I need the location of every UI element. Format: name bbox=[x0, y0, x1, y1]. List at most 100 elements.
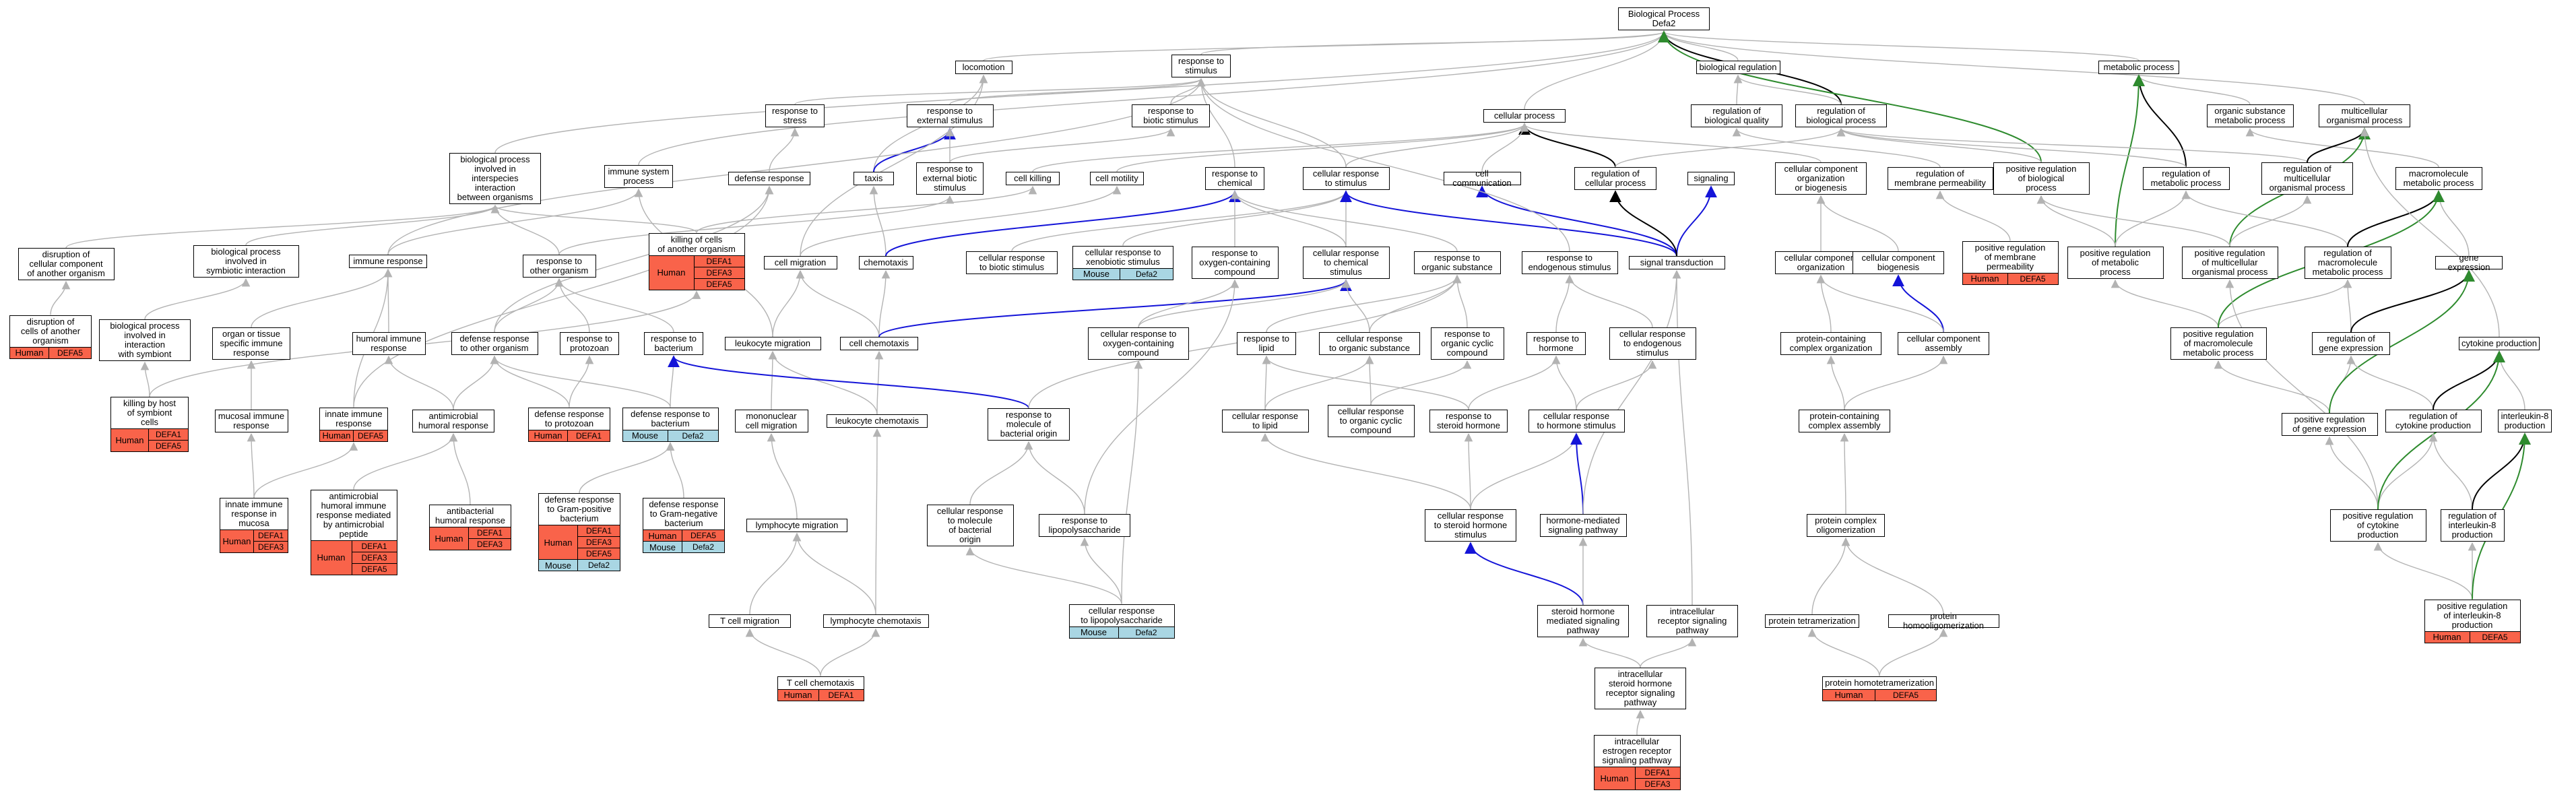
go-term-hormone-sig[interactable]: hormone-mediated signaling pathway bbox=[1539, 514, 1627, 537]
go-term-pos-reg-gene[interactable]: positive regulation of gene expression bbox=[2281, 413, 2378, 436]
go-term-leuk-migr[interactable]: leukocyte migration bbox=[724, 337, 821, 350]
go-term-resp-ext[interactable]: response to external stimulus bbox=[906, 104, 994, 127]
go-term-mononuc[interactable]: mononuclear cell migration bbox=[734, 410, 808, 432]
go-term-macromol[interactable]: macromolecule metabolic process bbox=[2395, 167, 2482, 190]
go-term-resp-org-cyc[interactable]: response to organic cyclic compound bbox=[1430, 327, 1504, 360]
go-term-bp-symb2[interactable]: biological process involved in interacti… bbox=[99, 319, 191, 361]
go-term-reg-memb[interactable]: regulation of membrane permeability bbox=[1887, 167, 1993, 190]
go-term-cell-resp-endo[interactable]: cellular response to endogenous stimulus bbox=[1609, 327, 1696, 360]
go-term-cytokine[interactable]: cytokine production bbox=[2459, 337, 2540, 350]
go-term-tcell-migr[interactable]: T cell migration bbox=[709, 614, 791, 628]
go-term-resp-oxygen[interactable]: response to oxygen-containing compound bbox=[1191, 247, 1279, 279]
go-term-metab[interactable]: metabolic process bbox=[2098, 61, 2179, 74]
go-term-reg-macro[interactable]: regulation of macromolecule metabolic pr… bbox=[2304, 247, 2391, 279]
go-term-intra-steroid[interactable]: intracellular steroid hormone receptor s… bbox=[1595, 668, 1686, 709]
go-term-cell-comm[interactable]: cell communication bbox=[1443, 169, 1521, 188]
go-term-def-gram-neg[interactable]: defense response to Gram-negative bacter… bbox=[643, 498, 725, 553]
go-term-cc-biog[interactable]: cellular component biogenesis bbox=[1853, 251, 1944, 274]
go-term-resp-biotic[interactable]: response to biotic stimulus bbox=[1132, 104, 1210, 127]
go-term-cell-migr[interactable]: cell migration bbox=[763, 256, 837, 269]
go-term-pos-reg-macro[interactable]: positive regulation of macromolecule met… bbox=[2170, 327, 2267, 360]
go-term-reg-qual[interactable]: regulation of biological quality bbox=[1691, 104, 1782, 127]
go-term-lymph-migr[interactable]: lymphocyte migration bbox=[746, 519, 847, 532]
go-term-resp-endo[interactable]: response to endogenous stimulus bbox=[1521, 251, 1618, 274]
go-term-signaling[interactable]: signaling bbox=[1687, 172, 1735, 185]
go-term-taxis[interactable]: taxis bbox=[854, 172, 894, 185]
go-term-resp-lps[interactable]: response to lipopolysaccharide bbox=[1039, 514, 1130, 537]
go-term-cell-resp-org-cyc[interactable]: cellular response to organic cyclic comp… bbox=[1327, 405, 1415, 437]
go-term-humoral[interactable]: humoral immune response bbox=[352, 332, 426, 355]
go-term-leuk-chemo[interactable]: leukocyte chemotaxis bbox=[827, 414, 928, 428]
go-term-pos-reg-metab[interactable]: positive regulation of metabolic process bbox=[2067, 247, 2164, 279]
go-term-locomotion[interactable]: locomotion bbox=[955, 61, 1012, 74]
go-term-chemotaxis[interactable]: chemotaxis bbox=[858, 256, 913, 269]
go-term-reg-metab[interactable]: regulation of metabolic process bbox=[2142, 167, 2230, 190]
go-term-resp-bact[interactable]: response to bacterium bbox=[644, 332, 703, 355]
go-term-org-sub[interactable]: organic substance metabolic process bbox=[2206, 104, 2294, 127]
go-term-organ-spec[interactable]: organ or tissue specific immune response bbox=[212, 327, 290, 360]
go-term-resp-stim[interactable]: response to stimulus bbox=[1171, 55, 1231, 77]
go-term-disruption[interactable]: disruption of cellular component of anot… bbox=[18, 248, 115, 280]
go-term-pos-reg-multi[interactable]: positive regulation of multicellular org… bbox=[2181, 247, 2278, 279]
go-term-resp-ext-biotic[interactable]: response to external biotic stimulus bbox=[916, 162, 984, 195]
go-term-cell-resp-oxy[interactable]: cellular response to oxygen-containing c… bbox=[1088, 327, 1189, 360]
go-term-bio-reg[interactable]: biological regulation bbox=[1696, 61, 1780, 74]
go-term-resp-lipid[interactable]: response to lipid bbox=[1237, 332, 1296, 355]
go-term-prot-cc[interactable]: protein-containing complex organization bbox=[1780, 332, 1881, 355]
go-term-antimicrob-pep[interactable]: antimicrobial humoral immune response me… bbox=[310, 489, 397, 575]
go-term-antimicrob[interactable]: antimicrobial humoral response bbox=[412, 410, 494, 432]
go-term-cc-org2[interactable]: cellular component organization bbox=[1775, 251, 1867, 274]
go-term-resp-chem[interactable]: response to chemical bbox=[1205, 167, 1264, 190]
go-term-immune-sys[interactable]: immune system process bbox=[604, 165, 673, 188]
go-term-pos-reg-il8[interactable]: positive regulation of interleukin-8 pro… bbox=[2424, 599, 2521, 643]
go-term-cell-resp-mol-bact[interactable]: cellular response to molecule of bacteri… bbox=[926, 505, 1014, 546]
go-term-reg-gene[interactable]: regulation of gene expression bbox=[2312, 332, 2390, 355]
go-term-def-other[interactable]: defense response to other organism bbox=[451, 332, 538, 355]
go-term-lymph-chemo[interactable]: lymphocyte chemotaxis bbox=[823, 614, 929, 628]
go-term-intra-rec[interactable]: intracellular receptor signaling pathway bbox=[1646, 605, 1738, 637]
go-term-resp-protozoan[interactable]: response to protozoan bbox=[560, 332, 619, 355]
go-term-prot-homo[interactable]: protein homooligomerization bbox=[1888, 612, 1999, 631]
go-term-cell-resp-biotic[interactable]: cellular response to biotic stimulus bbox=[966, 251, 1058, 274]
go-term-mucosal[interactable]: mucosal immune response bbox=[214, 410, 288, 432]
go-term-cell-resp-stim[interactable]: cellular response to stimulus bbox=[1302, 167, 1390, 190]
go-term-gene-expr[interactable]: gene expression bbox=[2435, 253, 2503, 272]
go-term-bp[interactable]: Biological Process Defa2 bbox=[1618, 7, 1710, 30]
go-term-immune-resp[interactable]: immune response bbox=[349, 255, 427, 268]
go-term-steroid-sig[interactable]: steroid hormone mediated signaling pathw… bbox=[1537, 605, 1629, 637]
go-term-prot-olig[interactable]: protein complex oligomerization bbox=[1807, 514, 1885, 537]
go-term-bp-symbiont[interactable]: biological process involved in symbiotic… bbox=[193, 245, 299, 278]
go-term-reg-cell-proc[interactable]: regulation of cellular process bbox=[1574, 167, 1656, 190]
go-term-sig-trans[interactable]: signal transduction bbox=[1628, 256, 1725, 269]
go-term-resp-hormone[interactable]: response to hormone bbox=[1526, 332, 1586, 355]
go-term-reg-il8[interactable]: regulation of interleukin-8 production bbox=[2440, 509, 2505, 542]
go-term-resp-steroid[interactable]: response to steroid hormone bbox=[1429, 410, 1508, 432]
go-term-resp-stress[interactable]: response to stress bbox=[765, 104, 825, 127]
go-term-cell-resp-org[interactable]: cellular response to organic substance bbox=[1319, 332, 1420, 355]
go-term-def-gram-pos[interactable]: defense response to Gram-positive bacter… bbox=[538, 493, 620, 571]
go-term-def-resp[interactable]: defense response bbox=[728, 172, 810, 185]
go-term-multi-org[interactable]: multicellular organismal process bbox=[2319, 104, 2410, 127]
go-term-cell-resp-chem[interactable]: cellular response to chemical stimulus bbox=[1302, 247, 1390, 279]
go-term-cell-chemo[interactable]: cell chemotaxis bbox=[840, 337, 918, 350]
go-term-reg-multi[interactable]: regulation of multicellular organismal p… bbox=[2261, 162, 2353, 195]
go-term-prot-cc-assembly[interactable]: protein-containing complex assembly bbox=[1799, 410, 1890, 432]
go-term-cell-resp-lipid[interactable]: cellular response to lipid bbox=[1221, 410, 1309, 432]
go-term-pos-reg-memb[interactable]: positive regulation of membrane permeabi… bbox=[1962, 240, 2059, 285]
go-term-resp-mol-bact[interactable]: response to molecule of bacterial origin bbox=[988, 408, 1070, 441]
go-term-cell-kill[interactable]: cell killing bbox=[1006, 172, 1060, 185]
go-term-cell-resp-hormone[interactable]: cellular response to hormone stimulus bbox=[1528, 410, 1625, 432]
go-term-intra-estrogen[interactable]: intracellular estrogen receptor signalin… bbox=[1593, 735, 1681, 790]
go-term-cell-mot[interactable]: cell motility bbox=[1090, 172, 1144, 185]
